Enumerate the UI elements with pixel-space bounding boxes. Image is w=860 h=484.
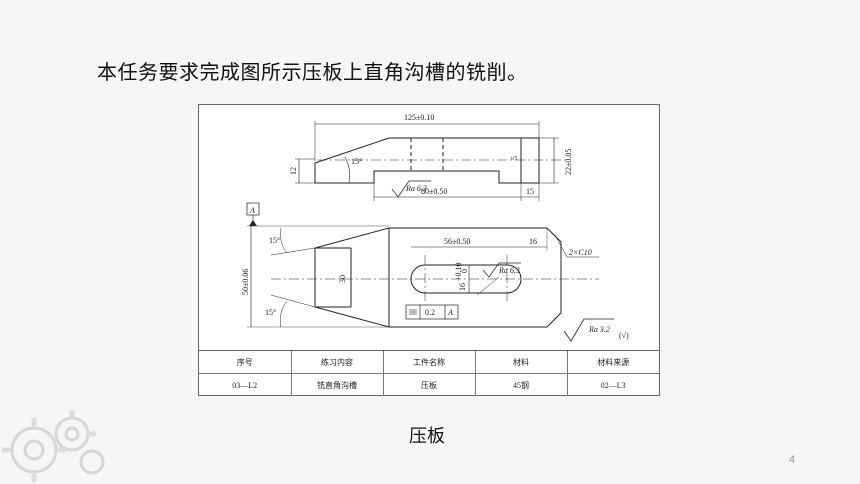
table-cell: 45钢	[474, 373, 568, 396]
dim-height-right: 22±0.05	[564, 149, 573, 175]
roughness-top: Ra 6.3	[405, 184, 427, 193]
dim-left-height: 12	[289, 167, 298, 175]
table-header-row: 序号 练习内容 工件名称 材料 材料来源	[199, 351, 659, 374]
tolerance-datum: A	[447, 308, 453, 317]
top-view-outline	[314, 137, 540, 184]
dim-slot-width: 16	[458, 283, 467, 291]
datum-label: A	[249, 206, 255, 215]
table-cell: 铣直角沟槽	[290, 373, 384, 396]
dim-angle-lower: 15°	[265, 308, 276, 317]
plan-view-outline	[314, 227, 562, 328]
page-number: 4	[789, 454, 796, 466]
dim-slot-length: 56±0.50	[444, 237, 470, 246]
tolerance-value: 0.2	[425, 308, 435, 317]
dim-angle-top: 15°	[351, 157, 362, 166]
dim-left-width: 30	[338, 275, 347, 283]
dim-angle-upper: 15°	[269, 236, 280, 245]
table-header-cell: 序号	[199, 351, 292, 374]
dim-slot-offset: 16	[529, 237, 537, 246]
table-row: 03—L2 铣直角沟槽 压板 45钢 02—L3	[199, 373, 659, 396]
table-header-cell: 材料来源	[566, 351, 659, 374]
dim-chamfer: 2×C10	[569, 248, 592, 257]
table-cell: 03—L2	[199, 373, 292, 396]
table-header-cell: 工件名称	[382, 351, 476, 374]
dim-right-step: 15	[526, 187, 534, 196]
title-block-table: 序号 练习内容 工件名称 材料 材料来源 03—L2 铣直角沟槽 压板 45钢 …	[199, 351, 659, 396]
dim-slot-tol-upper: +0.10	[454, 262, 463, 281]
dim-step-depth: 5	[510, 156, 519, 160]
gears-decoration	[1, 409, 105, 483]
roughness-slot: Ra 6.3	[498, 266, 520, 275]
page-heading: 本任务要求完成图所示压板上直角沟槽的铣削。	[97, 60, 528, 84]
engineering-drawing: 125±0.10 22±0.05 12 15° 5 80±0.50 15 Ra …	[198, 104, 660, 396]
figure-caption: 压板	[409, 426, 445, 447]
title-block: 序号 练习内容 工件名称 材料 材料来源 03—L2 铣直角沟槽 压板 45钢 …	[199, 350, 659, 396]
table-cell: 压板	[382, 373, 476, 396]
dim-length: 125±0.10	[404, 113, 434, 122]
dim-width: 50±0.06	[241, 269, 250, 295]
table-header-cell: 材料	[474, 351, 568, 374]
general-roughness: Ra 3.2	[588, 325, 610, 334]
dim-groove-offset: 80±0.50	[421, 187, 447, 196]
drawing-canvas: 125±0.10 22±0.05 12 15° 5 80±0.50 15 Ra …	[241, 113, 629, 342]
table-cell: 02—L3	[566, 373, 659, 396]
dim-slot-tol-lower: 0	[460, 269, 469, 273]
table-header-cell: 练习内容	[290, 351, 384, 374]
general-roughness-note: (√)	[619, 331, 629, 340]
